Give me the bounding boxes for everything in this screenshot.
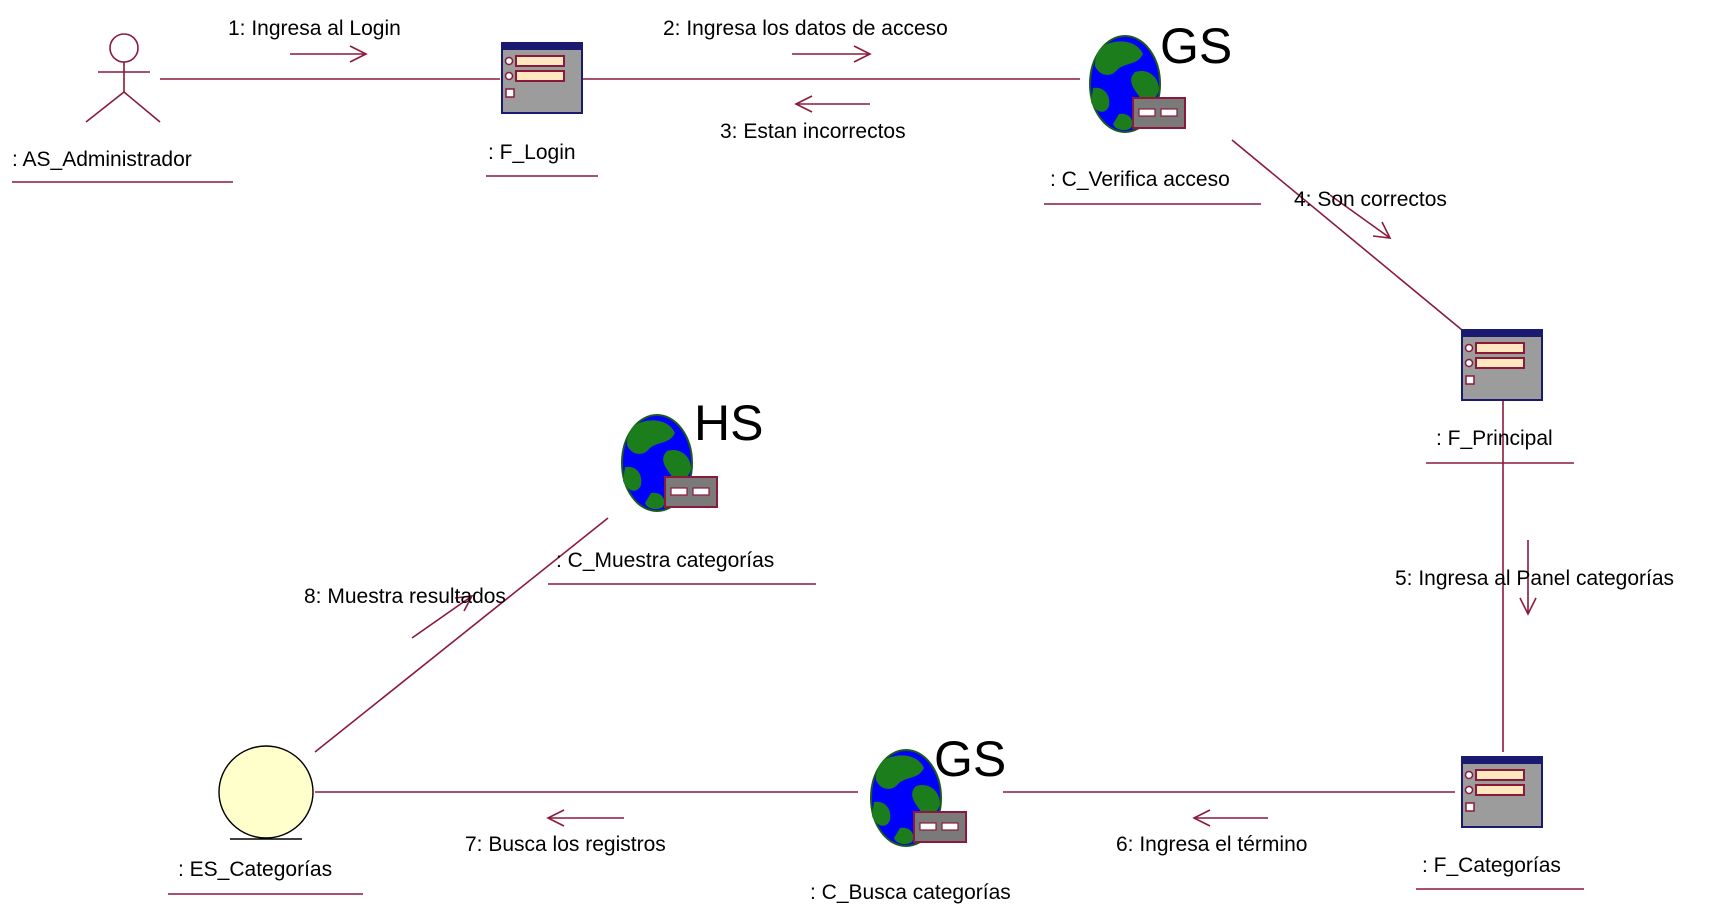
arrow-m3 [794,95,870,113]
entity-icon [218,745,314,839]
c-busca-label: : C_Busca categorías [810,881,1011,904]
message-label-m2: 2: Ingresa los datos de acceso [663,17,948,40]
actor-icon [85,33,161,123]
arrow-m4 [1329,194,1392,239]
form-icon [1461,756,1543,828]
f-categorias-label: : F_Categorías [1422,854,1561,877]
c-muestra-badge: HS [694,395,763,451]
form-icon [1461,329,1543,401]
f-login-label: : F_Login [488,141,576,164]
actor-administrador: : AS_Administrador [12,33,233,183]
message-label-m5: 5: Ingresa al Panel categorías [1395,567,1674,590]
object-c-busca-categorias: GS : C_Busca categorías [810,731,1011,904]
form-icon [501,42,583,114]
arrow-m2 [792,45,872,63]
object-f-principal: : F_Principal [1426,329,1574,464]
link-verifica-principal [1231,139,1463,331]
message-label-m7: 7: Busca los registros [465,833,666,856]
arrow-m1 [290,45,368,63]
message-label-m1: 1: Ingresa al Login [228,17,401,40]
object-f-categorias: : F_Categorías [1416,756,1584,890]
message-label-m8: 8: Muestra resultados [304,585,506,608]
object-c-muestra-categorias: HS : C_Muestra categorías [548,395,816,585]
message-arrows [290,45,1537,827]
message-label-m6: 6: Ingresa el término [1116,833,1307,856]
es-categorias-label: : ES_Categorías [178,858,332,881]
message-labels: 1: Ingresa al Login 2: Ingresa los datos… [228,17,1674,856]
object-es-categorias: : ES_Categorías [168,745,363,895]
object-c-verifica-acceso: GS : C_Verifica acceso [1044,18,1261,205]
object-f-login: : F_Login [486,42,598,177]
c-verifica-label: : C_Verifica acceso [1050,168,1230,191]
f-principal-label: : F_Principal [1436,427,1553,450]
message-label-m4: 4: Son correctos [1294,188,1447,211]
arrow-m6 [1192,809,1268,827]
arrow-m8 [411,595,474,639]
message-label-m3: 3: Estan incorrectos [720,120,906,143]
c-muestra-label: : C_Muestra categorías [556,549,774,572]
c-busca-badge: GS [934,731,1006,787]
c-verifica-badge: GS [1160,18,1232,74]
actor-label: : AS_Administrador [12,148,192,171]
link-entity-muestra [314,517,609,753]
link-lines [160,78,1504,793]
arrow-m5 [1519,540,1537,616]
arrow-m7 [546,809,624,827]
